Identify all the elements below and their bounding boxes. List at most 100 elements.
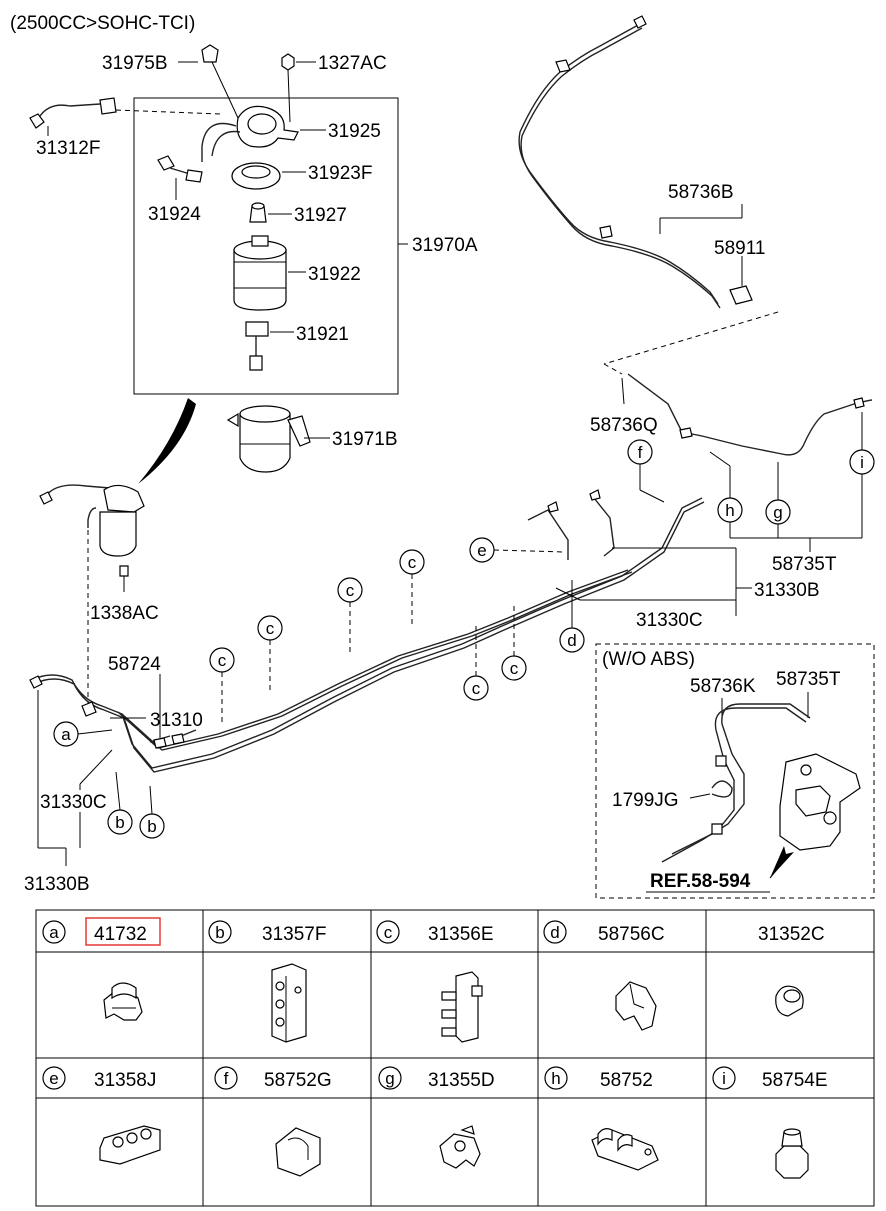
callout-58736K: 58736K (690, 676, 756, 697)
legend-part-58756C: 58756C (598, 924, 665, 945)
svg-text:c: c (266, 619, 275, 638)
legend-table (35, 909, 875, 1207)
legend-cell-a: a 41732 (42, 917, 161, 946)
clip-31357F-drawing (271, 963, 307, 1043)
callout-31924: 31924 (148, 204, 201, 225)
callout-31927: 31927 (294, 205, 347, 226)
fuel-filter-group-box (133, 97, 399, 395)
clip-marker-g: g (765, 462, 791, 525)
callout-31925: 31925 (328, 121, 381, 142)
callout-58724: 58724 (108, 654, 161, 675)
main-fuel-lines (29, 373, 873, 773)
pointer-arrow (138, 398, 196, 484)
callout-58736B: 58736B (668, 182, 734, 203)
callout-31330B-left: 31330B (24, 874, 90, 895)
callout-31970A: 31970A (412, 235, 478, 256)
callout-58911: 58911 (714, 238, 765, 259)
clip-31358J-drawing (99, 1125, 161, 1165)
svg-text:f: f (224, 1069, 229, 1088)
engine-spec: (2500CC>SOHC-TCI) (10, 13, 195, 34)
callout-31922: 31922 (308, 264, 361, 285)
clip-58754E-drawing (775, 1128, 809, 1179)
legend-cell-c: c 31356E (376, 920, 494, 945)
callout-31330B: 31330B (754, 580, 820, 601)
callout-31330C: 31330C (636, 610, 703, 631)
part-31971B-bracket (226, 405, 311, 473)
legend-part-31358J: 31358J (94, 1070, 156, 1091)
upper-brake-line (518, 15, 753, 309)
svg-text:f: f (638, 443, 643, 462)
callout-inset-58735T: 58735T (776, 669, 841, 690)
part-31927-valve (249, 202, 267, 223)
legend-part-31352C: 31352C (758, 924, 825, 945)
clip-marker-a: a (53, 721, 113, 747)
clip-marker-e: e (469, 537, 565, 563)
svg-text:d: d (550, 923, 559, 942)
part-31923F-ring (231, 162, 281, 190)
legend-part-58752G: 58752G (264, 1070, 332, 1091)
legend-part-31357F: 31357F (262, 924, 326, 945)
clip-marker-c5: c (463, 626, 489, 701)
part-31975B-cap (201, 44, 239, 119)
legend-part-58752: 58752 (600, 1070, 653, 1091)
svg-text:e: e (49, 1069, 58, 1088)
callout-31921: 31921 (296, 324, 349, 345)
part-assembled-filter (39, 484, 145, 577)
svg-text:a: a (61, 725, 71, 744)
svg-text:i: i (860, 453, 864, 472)
legend-part-31356E: 31356E (428, 924, 494, 945)
part-31312F-sensor (29, 97, 117, 129)
legend-cell-e: e 31358J (42, 1066, 156, 1091)
callout-31330C-left: 31330C (40, 792, 107, 813)
svg-text:c: c (472, 679, 481, 698)
clip-58752G-drawing (275, 1127, 321, 1177)
legend-cell-b: b 31357F (208, 920, 326, 945)
clip-marker-c4: c (209, 647, 235, 722)
svg-text:c: c (346, 581, 355, 600)
legend-cell-blank: 31352C (758, 924, 825, 945)
legend-cell-i: i 58754E (712, 1066, 828, 1091)
clip-41732-drawing (103, 982, 143, 1021)
part-31922-filter-element (233, 235, 287, 311)
svg-text:h: h (725, 501, 734, 520)
callout-58735T: 58735T (772, 554, 837, 575)
svg-text:h: h (551, 1069, 560, 1088)
svg-text:b: b (115, 813, 124, 832)
inset-brake-lines (661, 703, 811, 863)
callout-1327AC: 1327AC (318, 53, 387, 74)
clip-marker-d: d (559, 580, 585, 653)
svg-text:b: b (215, 923, 224, 942)
clip-marker-c6: c (501, 606, 527, 681)
clip-58756C-drawing (615, 981, 657, 1031)
legend-cell-g: g 31355D (378, 1066, 495, 1091)
svg-text:c: c (218, 651, 227, 670)
svg-text:c: c (408, 553, 417, 572)
callout-1338AC: 1338AC (90, 603, 159, 624)
callout-1799JG: 1799JG (612, 790, 679, 811)
svg-text:g: g (773, 503, 782, 522)
part-1327AC-nut (281, 53, 295, 123)
legend-part-58754E: 58754E (762, 1070, 828, 1091)
clip-marker-h: h (709, 451, 743, 523)
clip-31355D-drawing (439, 1125, 481, 1169)
clip-58752-drawing (591, 1128, 659, 1171)
svg-text:a: a (49, 923, 59, 942)
svg-text:e: e (477, 541, 486, 560)
legend-cell-f: f 58752G (214, 1066, 332, 1091)
clip-31352C-drawing (775, 985, 804, 1017)
inset-title: (W/O ABS) (602, 649, 695, 670)
highlight-box-41732 (85, 917, 161, 946)
legend-part-31355D: 31355D (428, 1070, 495, 1091)
svg-text:d: d (567, 631, 576, 650)
callout-31971B: 31971B (332, 429, 398, 450)
callout-31310: 31310 (150, 710, 203, 731)
svg-text:i: i (722, 1069, 726, 1088)
wo-abs-inset-box (595, 643, 875, 899)
callout-31312F: 31312F (36, 138, 100, 159)
inset-abs-block (779, 753, 861, 851)
part-31924-fitting (157, 155, 203, 183)
legend-cell-h: h 58752 (544, 1066, 653, 1091)
svg-text:b: b (147, 817, 156, 836)
clip-marker-b1: b (107, 771, 133, 835)
